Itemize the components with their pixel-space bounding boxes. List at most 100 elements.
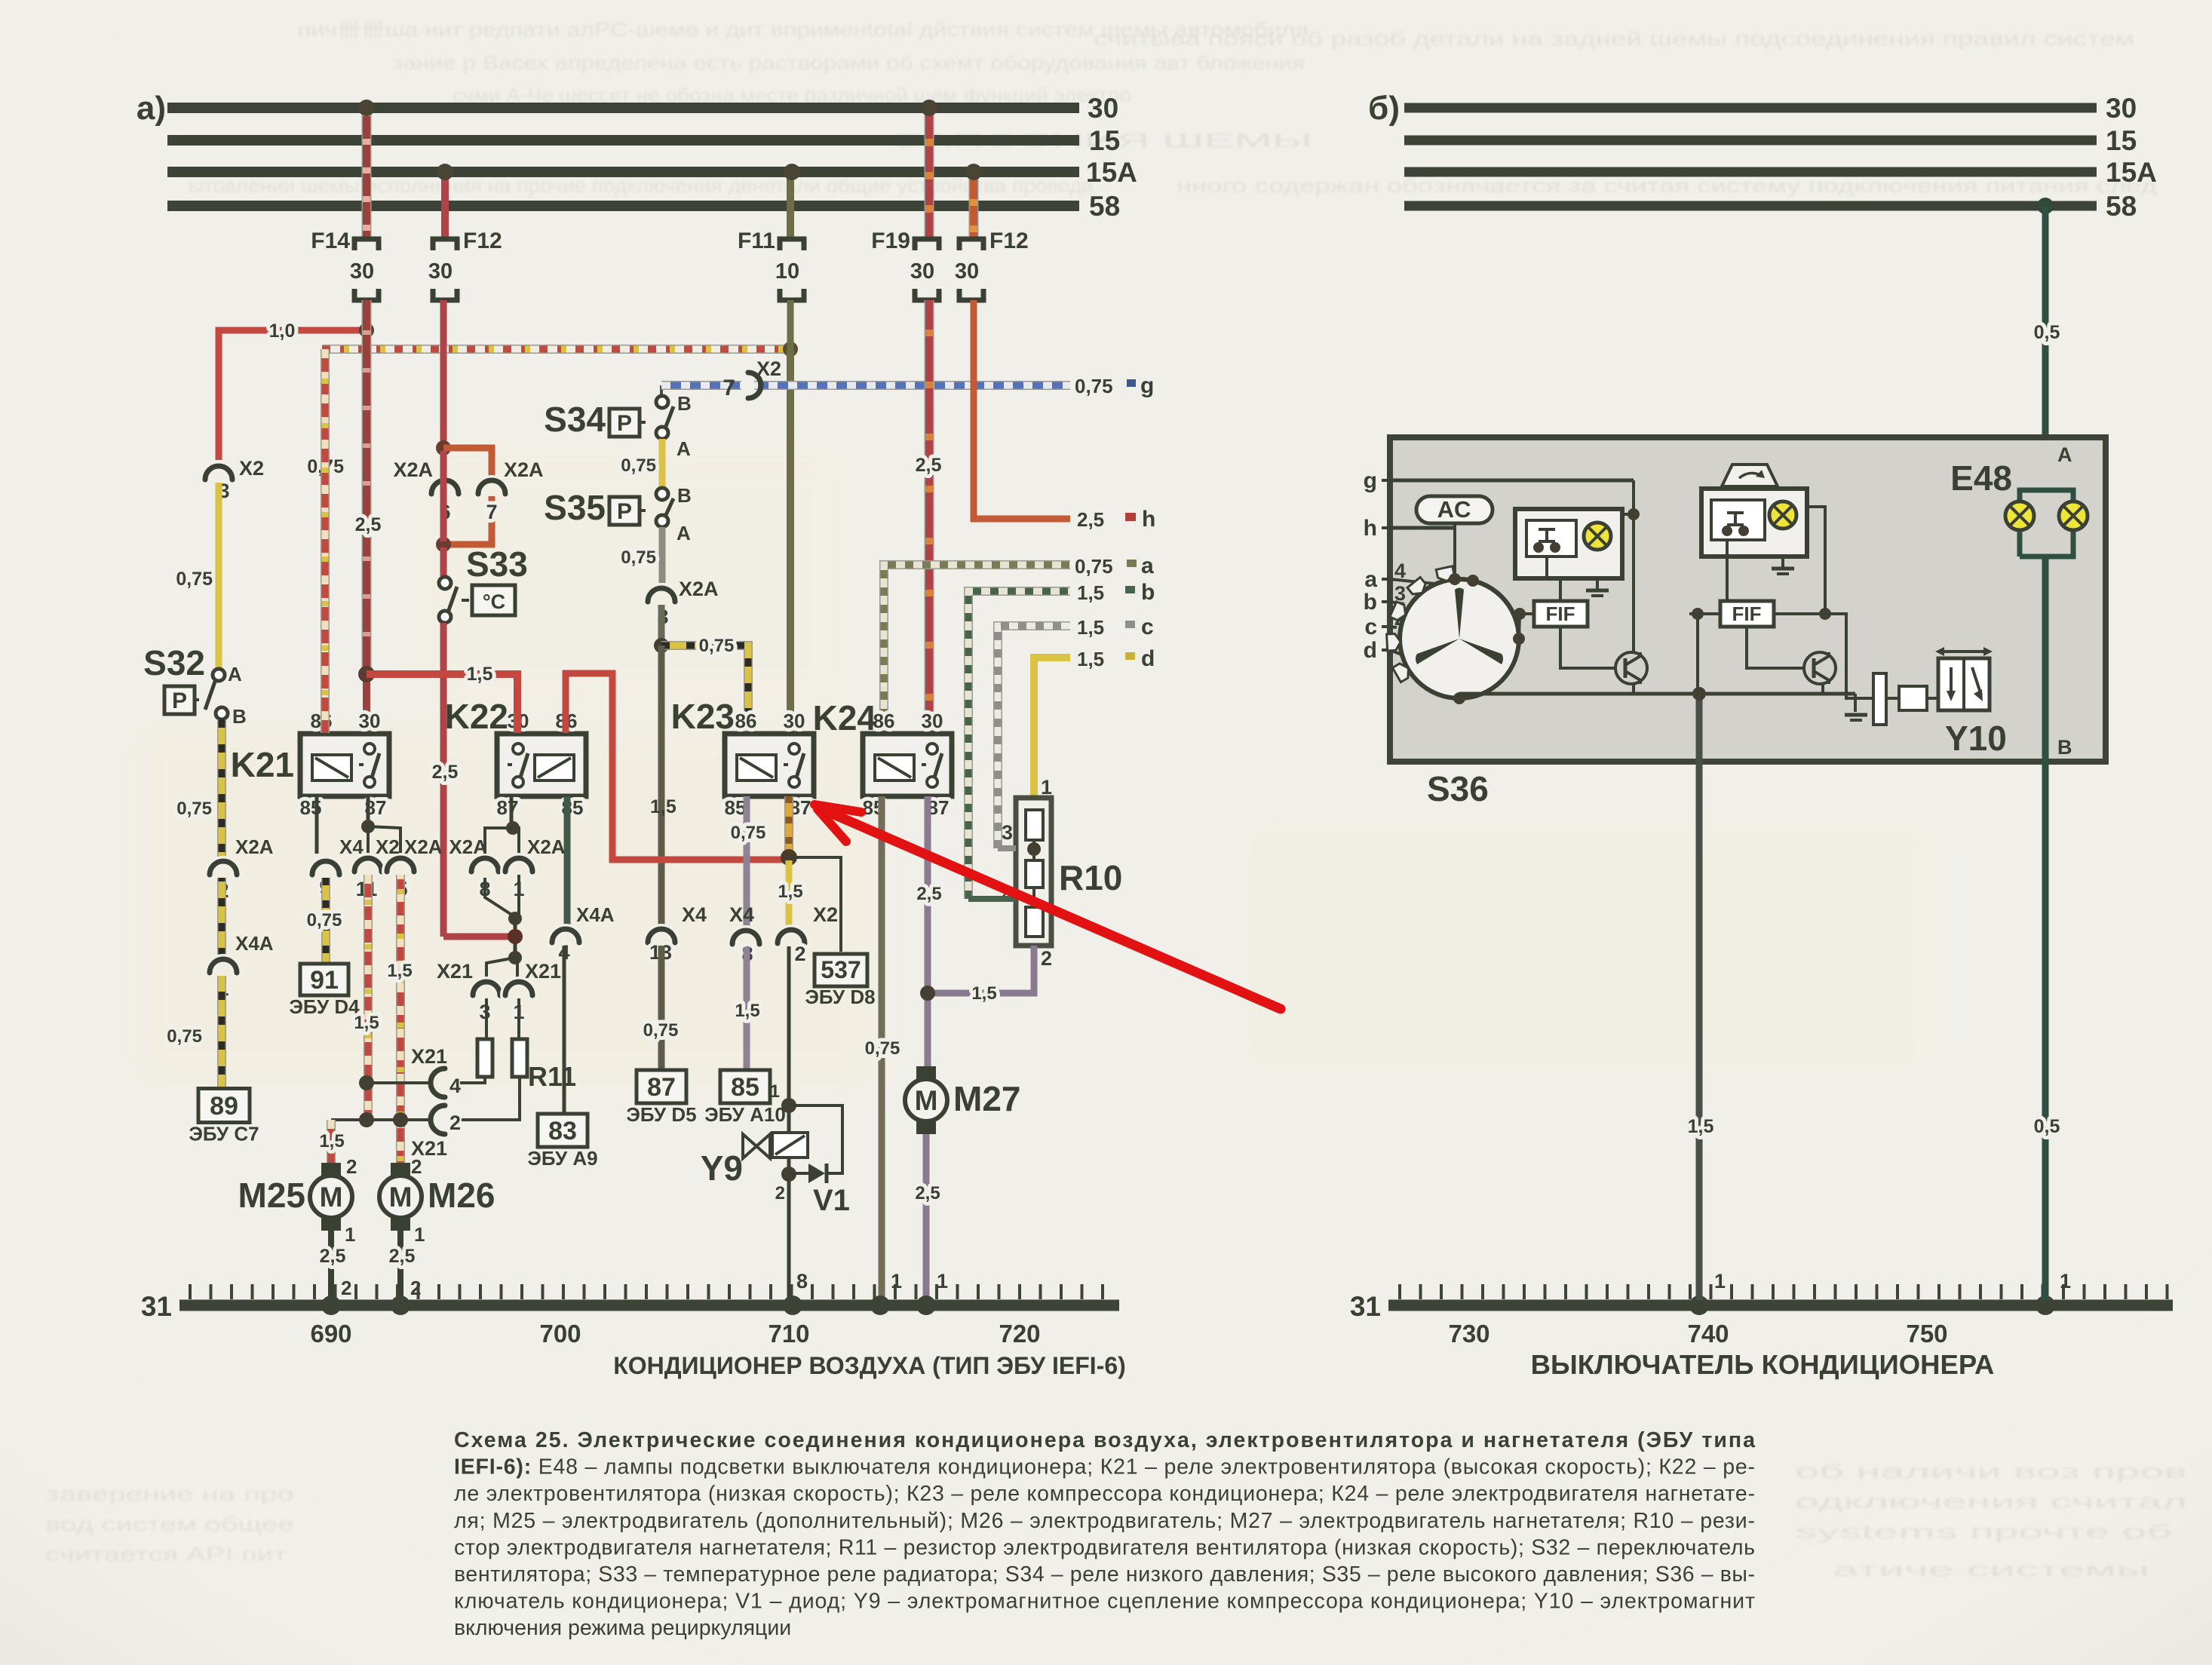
svg-text:1: 1 [770, 1081, 780, 1102]
svg-text:B: B [2057, 736, 2072, 759]
svg-text:ВЫКЛЮЧАТЕЛЬ КОНДИЦИОНЕРА: ВЫКЛЮЧАТЕЛЬ КОНДИЦИОНЕРА [1531, 1349, 1995, 1380]
svg-text:87: 87 [497, 796, 519, 819]
svg-text:X4: X4 [682, 903, 707, 926]
svg-text:83: 83 [548, 1117, 577, 1145]
svg-text:P: P [617, 499, 632, 524]
svg-text:d: d [1364, 638, 1377, 663]
svg-text:2,5: 2,5 [389, 1246, 416, 1267]
svg-text:0,75: 0,75 [307, 910, 342, 931]
svg-text:X2A: X2A [527, 836, 566, 858]
svg-text:1: 1 [345, 1223, 355, 1246]
svg-text:заверение на про: заверение на про [45, 1483, 294, 1505]
svg-text:1,5: 1,5 [387, 961, 412, 981]
svg-text:15A: 15A [2106, 157, 2157, 188]
svg-text:ЭБУ D5: ЭБУ D5 [626, 1103, 696, 1126]
svg-text:10: 10 [775, 259, 799, 284]
svg-text:P: P [172, 688, 187, 713]
svg-text:M25: M25 [238, 1176, 305, 1215]
svg-text:IEFI-6): Е48 – лампы подсветки: IEFI-6): Е48 – лампы подсветки выключате… [454, 1455, 1755, 1479]
svg-text:1: 1 [1714, 1270, 1726, 1292]
svg-text:2: 2 [449, 1112, 461, 1134]
svg-text:1,5: 1,5 [1688, 1116, 1714, 1137]
svg-text:systems прочте об: systems прочте об [1795, 1520, 2172, 1543]
svg-text:0,5: 0,5 [2034, 322, 2060, 343]
svg-text:A: A [676, 437, 691, 460]
svg-text:3: 3 [1394, 582, 1406, 605]
svg-text:F14: F14 [311, 228, 350, 253]
svg-text:считается API пит: считается API пит [45, 1543, 287, 1565]
svg-text:стор электродвигателя нагнетат: стор электродвигателя нагнетателя; R11 –… [454, 1535, 1755, 1559]
svg-text:M: M [320, 1182, 343, 1213]
svg-text:X2A: X2A [449, 836, 487, 858]
svg-text:ытовлении шемы исполнения на п: ытовлении шемы исполнения на прочие подк… [189, 174, 1094, 197]
svg-text:a): a) [137, 90, 166, 127]
svg-text:X2A: X2A [679, 578, 719, 600]
svg-text:2: 2 [341, 1277, 351, 1299]
svg-text:B: B [232, 705, 247, 728]
svg-text:2: 2 [411, 1155, 422, 1178]
svg-text:30: 30 [910, 259, 934, 284]
svg-text:K21: K21 [231, 745, 294, 784]
svg-text:8: 8 [796, 1270, 808, 1292]
svg-text:X21: X21 [437, 960, 473, 983]
svg-text:вод систем общее: вод систем общее [45, 1513, 294, 1535]
svg-text:1,5: 1,5 [650, 796, 676, 817]
svg-text:0,75: 0,75 [865, 1038, 900, 1059]
svg-text:30: 30 [784, 710, 805, 732]
svg-text:2,5: 2,5 [432, 762, 459, 783]
svg-text:730: 730 [1448, 1320, 1489, 1348]
svg-text:включения режима рециркуляции: включения режима рециркуляции [454, 1616, 791, 1640]
svg-text:1,5: 1,5 [1077, 616, 1104, 639]
svg-text:537: 537 [821, 956, 861, 983]
svg-text:S33: S33 [466, 544, 528, 584]
svg-text:S32: S32 [143, 643, 205, 682]
svg-text:86: 86 [873, 710, 895, 732]
svg-text:S34: S34 [544, 400, 606, 439]
svg-text:1,5: 1,5 [354, 1013, 379, 1033]
svg-text:0,75: 0,75 [621, 455, 656, 476]
svg-text:85: 85 [725, 796, 747, 819]
svg-text:2: 2 [794, 943, 805, 965]
svg-text:F19: F19 [871, 228, 910, 253]
svg-text:g: g [1140, 373, 1154, 398]
svg-text:31: 31 [1350, 1291, 1381, 1322]
svg-text:0,75: 0,75 [176, 569, 213, 590]
svg-text:X2A: X2A [393, 458, 433, 481]
svg-text:58: 58 [2106, 191, 2137, 222]
svg-text:X2: X2 [239, 457, 264, 480]
svg-text:об наличи воз пров: об наличи воз пров [1795, 1460, 2187, 1483]
svg-text:1,5: 1,5 [1077, 648, 1104, 670]
svg-text:2,5: 2,5 [320, 1246, 346, 1267]
svg-text:ключатель кондиционера; V1 – д: ключатель кондиционера; V1 – диод; Y9 – … [454, 1590, 1755, 1614]
svg-text:FIF: FIF [1732, 603, 1762, 625]
svg-text:1,5: 1,5 [1077, 581, 1104, 604]
svg-text:2,5: 2,5 [916, 455, 942, 476]
svg-text:0,75: 0,75 [167, 1026, 202, 1047]
svg-text:30: 30 [2106, 93, 2137, 124]
svg-text:720: 720 [999, 1320, 1040, 1348]
svg-text:2,5: 2,5 [915, 1183, 940, 1204]
svg-text:Y10: Y10 [1945, 719, 2007, 758]
svg-text:89: 89 [210, 1092, 238, 1121]
svg-text:R10: R10 [1059, 858, 1122, 897]
svg-text:91: 91 [310, 966, 339, 995]
svg-text:3: 3 [1002, 821, 1013, 844]
svg-text:ле электровентилятора (низкая: ле электровентилятора (низкая скорость);… [454, 1482, 1755, 1506]
svg-text:30: 30 [1088, 93, 1118, 124]
svg-text:c: c [1364, 615, 1377, 639]
svg-text:A: A [676, 522, 691, 544]
svg-text:ЭБУ A10: ЭБУ A10 [704, 1103, 786, 1126]
svg-text:X4A: X4A [576, 903, 615, 926]
svg-text:FIF: FIF [1546, 603, 1575, 625]
svg-text:S35: S35 [544, 488, 606, 527]
svg-text:X2A: X2A [504, 458, 544, 481]
svg-text:4: 4 [1394, 560, 1406, 582]
svg-text:h: h [1142, 507, 1155, 532]
svg-text:X21: X21 [525, 960, 561, 983]
svg-text:ЭБУ D4: ЭБУ D4 [289, 995, 360, 1018]
svg-text:R11: R11 [528, 1061, 576, 1092]
svg-text:X2: X2 [376, 836, 400, 858]
svg-text:M27: M27 [953, 1079, 1020, 1118]
svg-text:X21: X21 [411, 1137, 447, 1160]
svg-text:Схема 25. Электрические соедин: Схема 25. Электрические соединения конди… [454, 1428, 1756, 1452]
